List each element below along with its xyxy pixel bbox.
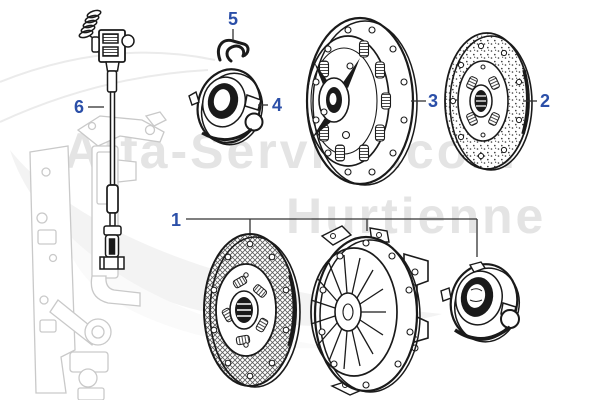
part-label-6[interactable]: 6: [74, 97, 84, 117]
clutch-kit-group: [203, 225, 520, 396]
part-label-5[interactable]: 5: [228, 9, 238, 29]
clutch-disc-part-upper: [444, 32, 533, 171]
retaining-clip-part: [217, 38, 250, 63]
part-label-1[interactable]: 1: [171, 210, 181, 230]
release-bearing-part-upper: [188, 68, 264, 146]
pressure-plate-part-upper: [305, 16, 418, 186]
kit-clutch-disc: [203, 233, 301, 388]
part-label-3[interactable]: 3: [428, 91, 438, 111]
kit-pressure-plate: [310, 225, 429, 396]
kit-release-bearing: [440, 261, 520, 343]
part-label-2[interactable]: 2: [540, 91, 550, 111]
clutch-cable-part: [78, 9, 135, 270]
leader-lines: [88, 29, 537, 257]
part-label-4[interactable]: 4: [272, 95, 282, 115]
